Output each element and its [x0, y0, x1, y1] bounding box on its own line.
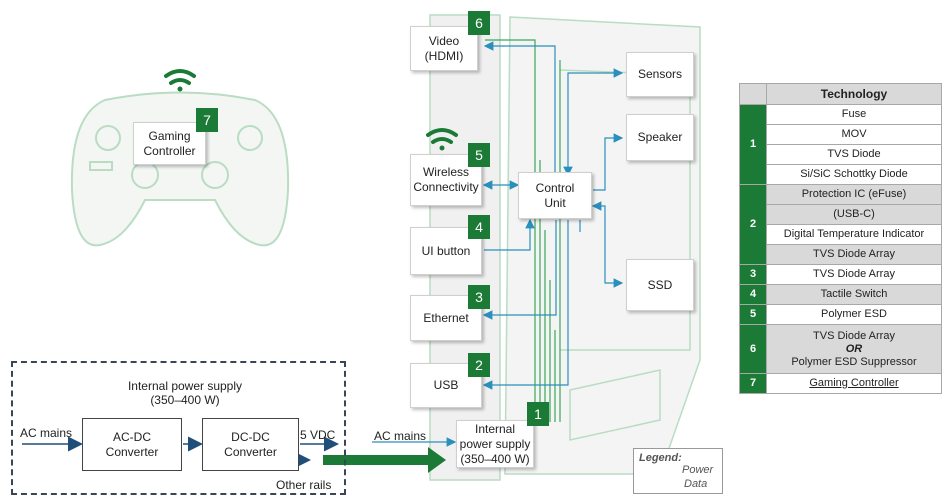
table-header-blank — [739, 83, 767, 105]
wifi-icon — [426, 128, 458, 151]
group-number: 7 — [739, 373, 767, 394]
badge-1: 1 — [527, 402, 549, 426]
control-unit-box: Control Unit — [518, 172, 592, 219]
table-row: MOV — [740, 124, 942, 145]
table-cell: MOV — [766, 124, 942, 145]
table-cell: Fuse — [766, 104, 942, 125]
game-controller-illustration — [70, 91, 290, 247]
table-header-technology: Technology — [766, 83, 942, 105]
internal-power-supply-box: Internal power supply (350–400 W) — [456, 420, 534, 468]
table-cell: TVS Diode — [766, 144, 942, 165]
table-cell: Polymer ESD — [766, 304, 942, 325]
speaker-box: Speaker — [626, 114, 694, 161]
psu-detail-title: Internal power supply (350–400 W) — [127, 379, 243, 407]
badge-6: 6 — [468, 11, 490, 35]
badge-5: 5 — [468, 143, 490, 167]
group-number: 3 — [739, 264, 767, 285]
data-lines — [482, 41, 624, 390]
group-number: 6 — [739, 324, 767, 374]
ac-dc-converter-box: AC-DC Converter — [82, 418, 182, 471]
tech-line-or: OR — [845, 342, 863, 355]
table-row: Si/SiC Schottky Diode — [740, 164, 942, 185]
legend-title: Legend: — [639, 452, 682, 464]
gaming-controller-box: Gaming Controller — [133, 122, 206, 165]
wifi-icon — [164, 69, 196, 92]
tech-line: TVS Diode Array — [813, 329, 895, 342]
table-cell: Si/SiC Schottky Diode — [766, 164, 942, 185]
badge-4: 4 — [468, 215, 490, 239]
table-row: Digital Temperature Indicator — [740, 224, 942, 245]
psu-detail-lines — [22, 436, 339, 468]
power-supply-detail-frame — [11, 361, 346, 495]
group-number: 4 — [739, 284, 767, 305]
table-cell: TVS Diode Array — [766, 264, 942, 285]
video-hdmi-box: Video (HDMI) — [410, 26, 478, 71]
table-cell: Digital Temperature Indicator — [766, 224, 942, 245]
group-number: 2 — [739, 184, 767, 265]
table-row: TVS Diode Array — [740, 244, 942, 265]
group-number: 5 — [739, 304, 767, 325]
table-row: 6 TVS Diode Array OR Polymer ESD Suppres… — [739, 324, 942, 374]
psu-ac-mains-label: AC mains — [20, 426, 73, 440]
other-rails-label: Other rails — [276, 478, 332, 492]
table-cell: TVS Diode Array OR Polymer ESD Suppresso… — [766, 324, 942, 374]
table-row: (USB-C) — [740, 204, 942, 225]
sensors-box: Sensors — [626, 52, 694, 97]
wireless-connectivity-box: Wireless Connectivity — [410, 154, 482, 206]
badge-3: 3 — [468, 285, 490, 309]
dc-dc-converter-box: DC-DC Converter — [202, 418, 299, 471]
table-row: TVS Diode — [740, 144, 942, 165]
ethernet-box: Ethernet — [410, 295, 482, 341]
legend-data-label: Data — [684, 478, 708, 490]
vdc-label: 5 VDC — [300, 428, 336, 442]
badge-7: 7 — [196, 108, 218, 132]
big-power-arrow — [323, 447, 446, 473]
table-cell: TVS Diode Array — [766, 244, 942, 265]
legend-power-label: Power — [682, 464, 714, 476]
badge-2: 2 — [468, 353, 490, 377]
tech-line: Polymer ESD Suppressor — [791, 355, 917, 368]
table-cell: Tactile Switch — [766, 284, 942, 305]
ssd-box: SSD — [626, 259, 694, 311]
table-cell: Protection IC (eFuse) — [766, 184, 942, 205]
legend: Legend: Power Data — [633, 448, 723, 494]
table-cell: (USB-C) — [766, 204, 942, 225]
group-number: 1 — [739, 104, 767, 185]
table-cell: Gaming Controller — [766, 373, 942, 394]
ac-mains-label: AC mains — [374, 429, 427, 443]
